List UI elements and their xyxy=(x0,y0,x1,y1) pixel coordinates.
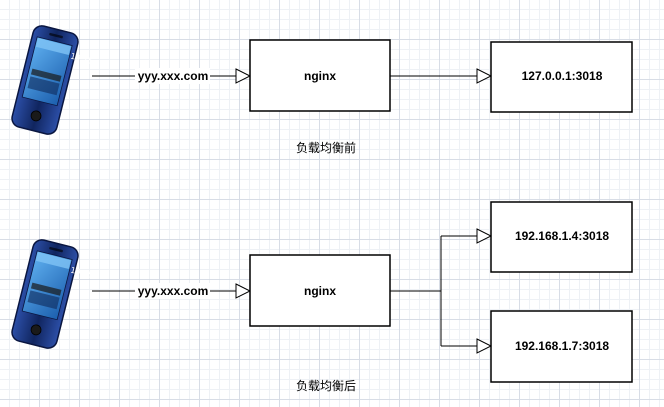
server-label-2: 192.168.1.7:3018 xyxy=(515,339,609,353)
mobile-phone-icon: 10:15 xyxy=(9,237,94,351)
arrowhead xyxy=(476,68,493,84)
domain-label: yyy.xxx.com xyxy=(138,284,209,298)
arrowhead xyxy=(476,338,493,354)
domain-label: yyy.xxx.com xyxy=(138,69,209,83)
server-node-1 xyxy=(490,201,633,273)
arrowhead xyxy=(235,68,252,84)
caption-before: 负载均衡前 xyxy=(296,140,356,155)
after-section: 10:15 yyy.xxx.com nginx 192.168.1.4:3018… xyxy=(9,201,633,393)
server-node-2 xyxy=(490,310,633,383)
mobile-phone-icon: 10:15 xyxy=(9,23,94,137)
arrowhead xyxy=(476,228,493,244)
edge-label-bg xyxy=(135,68,210,84)
arrowhead xyxy=(235,283,252,299)
nginx-label: nginx xyxy=(304,69,336,83)
server-label-1: 192.168.1.4:3018 xyxy=(515,229,609,243)
nginx-label: nginx xyxy=(304,284,336,298)
edge-label-bg xyxy=(135,283,210,299)
fanout-edges xyxy=(390,235,477,347)
nginx-node xyxy=(249,39,391,112)
server-node xyxy=(490,41,633,113)
before-section: 10:15 yyy.xxx.com nginx 127.0.0.1:3018 负… xyxy=(9,23,633,155)
caption-after: 负载均衡后 xyxy=(296,379,356,393)
server-label: 127.0.0.1:3018 xyxy=(522,69,603,83)
